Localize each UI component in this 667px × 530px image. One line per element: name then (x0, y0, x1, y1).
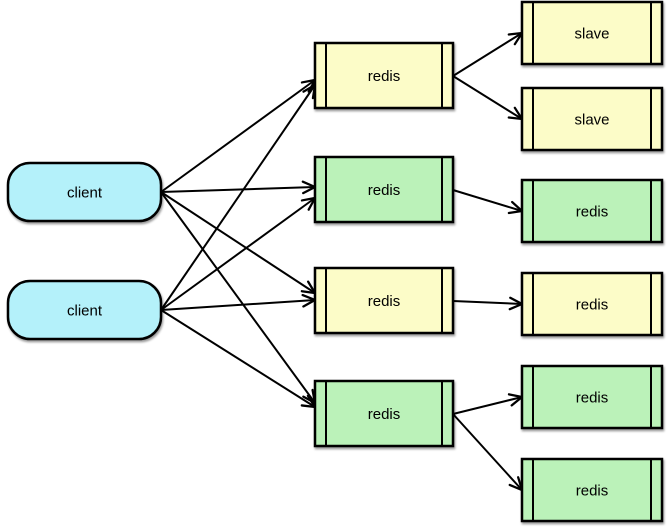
component-shape (313, 41, 455, 110)
node-label: redis (576, 297, 609, 314)
stadium-shape (6, 279, 163, 341)
node-client-1: client (6, 161, 163, 223)
node-label: redis (368, 182, 401, 199)
component-shape (520, 0, 664, 66)
node-client-2: client (6, 279, 163, 341)
edge-client-2-to-redis-m4 (160, 309, 315, 407)
component-shape (520, 457, 664, 523)
component-shape (313, 155, 455, 224)
node-label: slave (574, 112, 609, 129)
component-shape (520, 271, 664, 337)
node-label: redis (576, 204, 609, 221)
node-redis-m3: redis (313, 266, 455, 335)
edge-redis-m4-to-redis-r6 (452, 413, 522, 490)
node-label: client (67, 185, 103, 202)
node-redis-r4: redis (520, 271, 664, 337)
edge-redis-m4-to-redis-r5 (452, 397, 522, 415)
node-label: redis (576, 483, 609, 500)
node-label: redis (368, 406, 401, 423)
nodes-layer: client client redis redis redis redis slave sla… (6, 0, 664, 523)
edge-client-1-to-redis-m4 (160, 191, 315, 403)
edge-client-1-to-redis-m1 (160, 80, 315, 193)
stadium-shape (6, 161, 163, 223)
edge-redis-m2-to-redis-r3 (452, 189, 522, 211)
edge-client-2-to-redis-m2 (160, 198, 315, 311)
node-redis-r5: redis (520, 364, 664, 430)
component-shape (520, 178, 664, 244)
component-shape (313, 266, 455, 335)
node-slave-r2: slave (520, 86, 664, 152)
node-label: slave (574, 26, 609, 43)
node-label: redis (368, 68, 401, 85)
edge-client-2-to-redis-m3 (160, 300, 315, 311)
node-label: redis (576, 390, 609, 407)
edge-client-1-to-redis-m2 (160, 187, 315, 192)
edge-client-1-to-redis-m3 (160, 191, 315, 293)
component-shape (520, 86, 664, 152)
node-redis-r3: redis (520, 178, 664, 244)
node-redis-m4: redis (313, 379, 455, 448)
node-redis-m2: redis (313, 155, 455, 224)
component-shape (313, 379, 455, 448)
edge-redis-m3-to-redis-r4 (452, 301, 522, 304)
edges-layer (160, 33, 522, 490)
node-label: redis (368, 293, 401, 310)
node-redis-m1: redis (313, 41, 455, 110)
edge-client-2-to-redis-m1 (160, 85, 315, 311)
component-shape (520, 364, 664, 430)
edge-redis-m1-to-slave-r1 (452, 33, 522, 77)
node-slave-r1: slave (520, 0, 664, 66)
node-label: client (67, 303, 103, 320)
edge-redis-m1-to-slave-r2 (452, 75, 522, 119)
node-redis-r6: redis (520, 457, 664, 523)
